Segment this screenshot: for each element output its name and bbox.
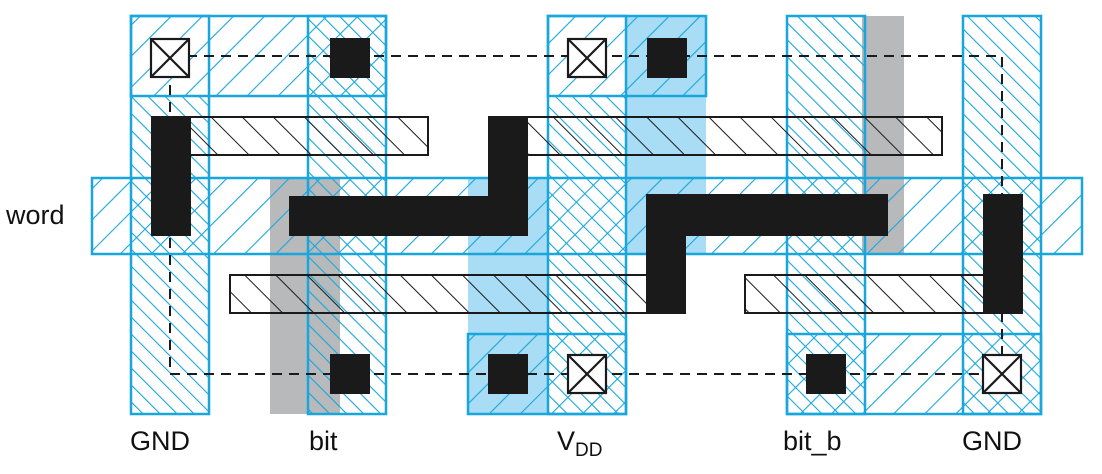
via-gnd-left-top [149, 37, 191, 79]
contact-bit-top [330, 38, 370, 78]
top-diffusion-outline-left [129, 14, 388, 98]
metal1-left-vertical [151, 116, 191, 236]
vdd-label: VDD [557, 426, 603, 461]
vdd-label-main: V [557, 426, 576, 456]
gnd-left-label: GND [130, 426, 190, 456]
contact-bottom-center [488, 354, 528, 394]
word-label: word [6, 200, 65, 230]
poly-bar-upper-left [189, 116, 429, 156]
bitb-label: bit_b [783, 426, 842, 456]
poly-bar-upper-right [499, 116, 943, 156]
via-vdd-top [566, 37, 608, 79]
via-gnd-right-bottom [981, 353, 1023, 395]
word-line [90, 176, 1084, 256]
vdd-label-subscript: DD [575, 440, 603, 461]
metal1-right-vertical [983, 194, 1023, 314]
bit-label: bit [309, 426, 338, 456]
contact-vdd-top [647, 38, 687, 78]
contact-bit-bottom [330, 354, 370, 394]
contact-bitb-bottom [806, 354, 846, 394]
poly-bar-lower-right [744, 274, 1002, 314]
gnd-right-label: GND [962, 426, 1022, 456]
via-vdd-bottom [566, 353, 608, 395]
metal1-left-inverter [289, 116, 528, 236]
metal1-right-inverter [646, 194, 888, 314]
poly-bar-lower-left [229, 274, 659, 314]
